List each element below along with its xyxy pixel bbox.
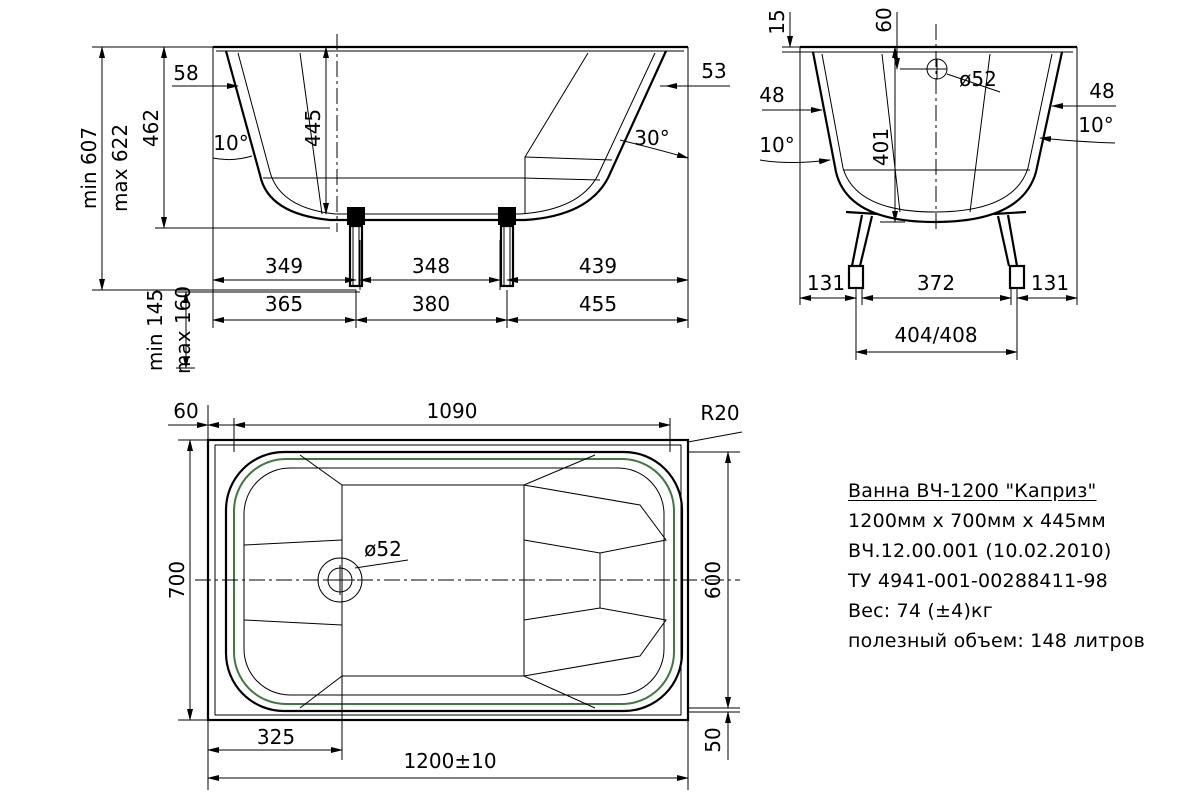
dim-439: 439	[579, 254, 617, 278]
dim-131-left: 131	[807, 271, 845, 295]
specification-block: Ванна ВЧ-1200 "Каприз" 1200мм х 700мм х …	[848, 476, 1178, 656]
dim-372: 372	[917, 271, 955, 295]
spec-code: ВЧ.12.00.001 (10.02.2010)	[848, 540, 1112, 562]
dim-600: 600	[701, 561, 725, 599]
dim-404-408: 404/408	[894, 323, 977, 347]
spec-title: Ванна ВЧ-1200 "Каприз"	[848, 480, 1097, 502]
dim-48-left: 48	[759, 83, 784, 107]
dim-131-right: 131	[1031, 271, 1069, 295]
dim-1090: 1090	[427, 399, 478, 423]
dim-60-end: 60	[872, 7, 896, 32]
angle-10-left: 10°	[213, 131, 248, 155]
dim-max-160: max 160	[171, 286, 195, 374]
dim-462: 462	[139, 109, 163, 147]
angle-10-end-right: 10°	[1078, 113, 1113, 137]
dim-58: 58	[173, 61, 198, 85]
drain-diameter-end: ø52	[959, 67, 997, 91]
dim-401: 401	[869, 128, 893, 166]
bathtub-foot-right	[498, 207, 516, 288]
drain-plan-view	[317, 557, 363, 603]
dim-50: 50	[701, 727, 725, 752]
dim-max-622: max 622	[108, 124, 132, 212]
drain-diameter-plan: ø52	[364, 537, 402, 561]
dim-380: 380	[412, 292, 450, 316]
dim-1200: 1200±10	[403, 749, 496, 773]
dim-700: 700	[165, 561, 189, 599]
end-view: 15 60 ø52 48 48 10° 10° 401 131 372 131 …	[759, 7, 1116, 360]
spec-volume: полезный объем: 148 литров	[848, 630, 1145, 652]
dim-min-607: min 607	[77, 127, 101, 209]
dim-365: 365	[265, 292, 303, 316]
dim-348: 348	[412, 254, 450, 278]
radius-r20: R20	[700, 401, 739, 425]
bathtub-foot-left	[347, 207, 365, 288]
dim-53: 53	[701, 59, 726, 83]
spec-weight: Вес: 74 (±4)кг	[848, 600, 993, 622]
dim-48-right: 48	[1089, 79, 1114, 103]
side-view: max 622 min 607 462 445 58 53 10° 30° 34…	[77, 34, 730, 374]
bathtub-leg-left	[845, 210, 879, 290]
dim-min-145: min 145	[143, 289, 167, 371]
angle-30: 30°	[634, 126, 669, 150]
dim-15: 15	[765, 9, 789, 34]
spec-size: 1200мм х 700мм х 445мм	[848, 510, 1106, 532]
spec-standard: ТУ 4941-001-00288411-98	[848, 570, 1108, 592]
dim-445: 445	[301, 109, 325, 147]
dim-349: 349	[265, 254, 303, 278]
dim-60-plan: 60	[173, 399, 198, 423]
bathtub-leg-right	[993, 210, 1027, 290]
dim-455: 455	[579, 292, 617, 316]
plan-view: 60 1090 R20 700 600 ø52 325 1200±10 50	[165, 399, 743, 790]
dim-325: 325	[257, 725, 295, 749]
angle-10-end-left: 10°	[759, 133, 794, 157]
